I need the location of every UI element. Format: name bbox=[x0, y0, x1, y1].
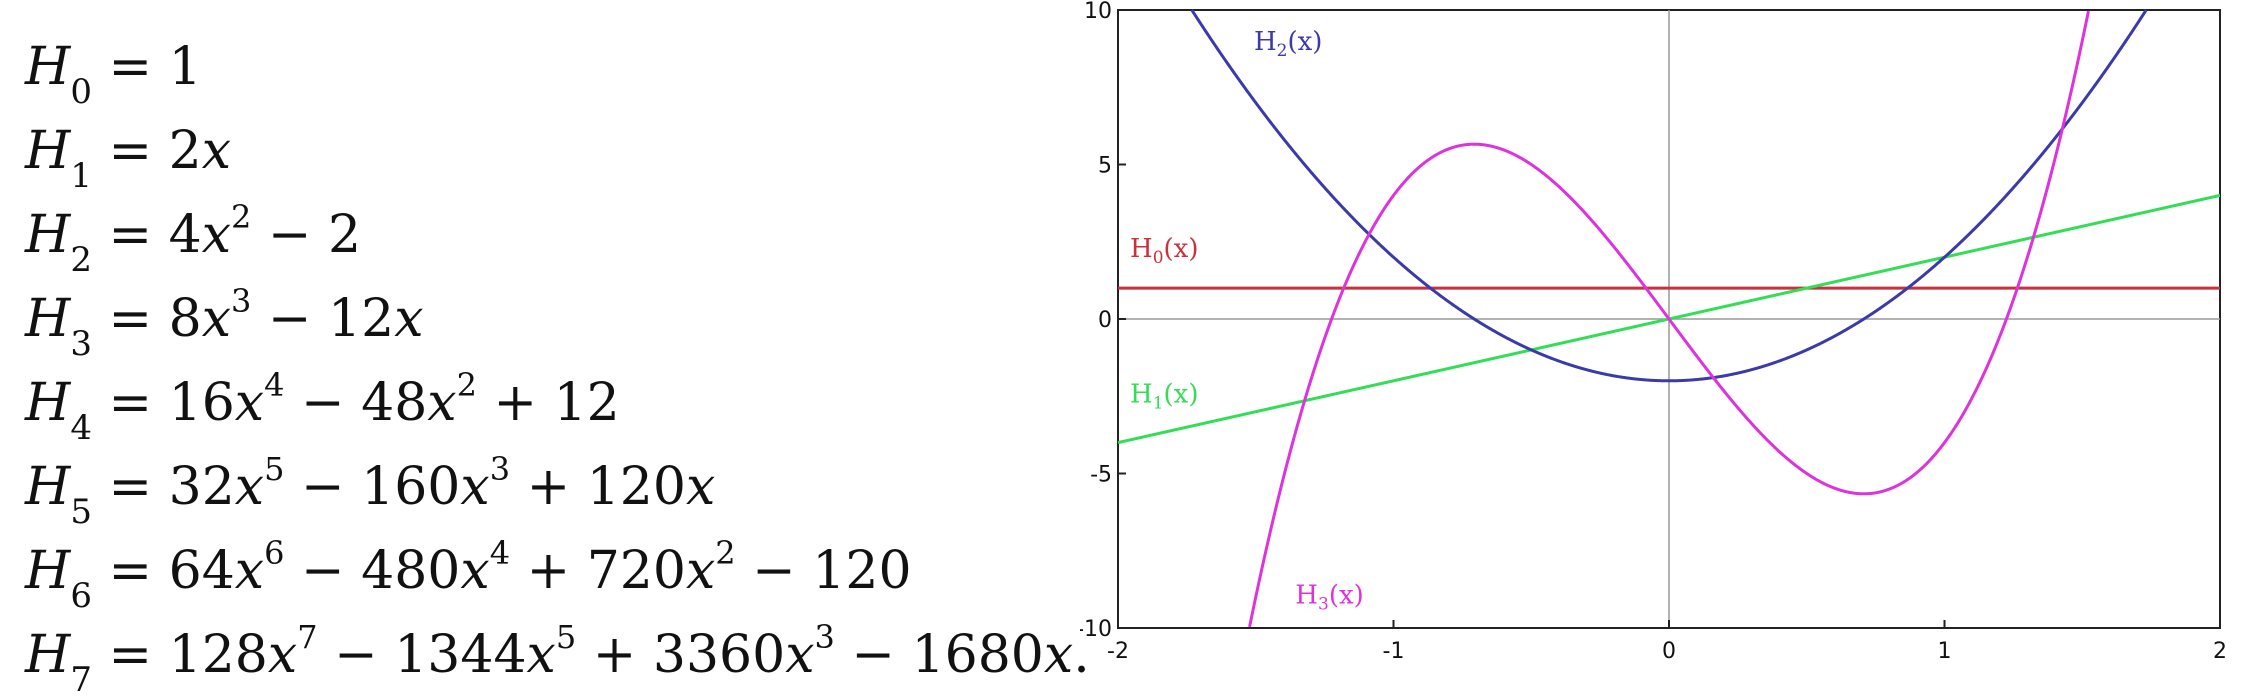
formula-term: − 1680 bbox=[834, 625, 1044, 685]
x-tick-label: 0 bbox=[1662, 639, 1676, 664]
formula-term: + 120 bbox=[510, 457, 686, 517]
x-tick-label: -2 bbox=[1107, 639, 1129, 664]
formula-subscript: 2 bbox=[70, 240, 92, 281]
curves bbox=[1117, 8, 2221, 628]
formula-subscript: 1 bbox=[70, 156, 92, 197]
formula-symbol: H bbox=[25, 541, 71, 601]
series-label-2: H2(x) bbox=[1254, 27, 1322, 61]
formula-term: = 4 bbox=[92, 205, 202, 265]
formula-term: − 120 bbox=[735, 541, 912, 601]
formula-term: + 12 bbox=[476, 373, 620, 433]
formula-h7: H7 = 128x7 − 1344x5 + 3360x3 − 1680x. bbox=[25, 613, 1090, 700]
formula-symbol: H bbox=[25, 37, 71, 97]
formula-term: = 128 bbox=[92, 625, 268, 685]
x-tick-label: 2 bbox=[2213, 639, 2227, 664]
formula-term: x bbox=[234, 457, 265, 517]
formula-term: + 720 bbox=[510, 541, 686, 601]
formula-term: = 64 bbox=[92, 541, 235, 601]
formula-term: x bbox=[460, 457, 490, 517]
formula-term: x bbox=[526, 625, 556, 685]
formula-h5: H5 = 32x5 − 160x3 + 120x bbox=[25, 445, 1085, 533]
formula-symbol: H bbox=[25, 121, 71, 181]
x-tick-label: -1 bbox=[1383, 639, 1405, 664]
formula-term: x bbox=[234, 373, 265, 433]
formula-term: x bbox=[685, 541, 716, 601]
formula-term: 5 bbox=[555, 617, 577, 656]
formula-term: = 32 bbox=[92, 457, 235, 517]
formula-symbol: H bbox=[25, 457, 71, 517]
y-tick-label: -10 bbox=[1080, 617, 1112, 642]
formula-term: x bbox=[685, 457, 716, 517]
formula-term: x bbox=[201, 289, 232, 349]
formula-term: x bbox=[785, 625, 815, 685]
series-line-3 bbox=[1248, 10, 2090, 628]
formula-symbol: H bbox=[25, 625, 71, 685]
formula-term: x bbox=[394, 289, 424, 349]
series-label-0: H0(x) bbox=[1130, 234, 1198, 268]
formula-term: 2 bbox=[231, 197, 252, 236]
formula-term: − 160 bbox=[284, 457, 461, 517]
formula-term: 6 bbox=[264, 533, 285, 572]
formula-term: = 16 bbox=[92, 373, 235, 433]
formula-term: x bbox=[201, 121, 232, 181]
series-line-2 bbox=[1190, 8, 2148, 383]
formula-h2: H2 = 4x2 − 2 bbox=[25, 193, 1085, 281]
formula-term: = 8 bbox=[92, 289, 202, 349]
formula-term: 5 bbox=[264, 449, 285, 488]
formula-symbol: H bbox=[25, 205, 71, 265]
formula-h3: H3 = 8x3 − 12x bbox=[25, 277, 1085, 365]
curve-labels: H0(x) H1(x) H2(x) H3(x) bbox=[1130, 27, 1364, 614]
y-tick-label: 0 bbox=[1098, 308, 1112, 333]
formula-term: x bbox=[1043, 625, 1074, 685]
formula-h0: H0 = 1 bbox=[25, 25, 1085, 109]
series-label-3: H3(x) bbox=[1295, 580, 1363, 614]
formula-subscript: 6 bbox=[70, 576, 92, 617]
formula-term: 4 bbox=[264, 365, 285, 404]
formula-term: x bbox=[234, 541, 265, 601]
x-tick-label: 1 bbox=[1938, 639, 1952, 664]
formula-term: 2 bbox=[715, 533, 736, 572]
formula-term: − 12 bbox=[251, 289, 395, 349]
formula-term: 4 bbox=[489, 533, 511, 572]
formula-term: − 1344 bbox=[317, 625, 527, 685]
formula-term: 3 bbox=[231, 281, 252, 320]
formula-term: . bbox=[1073, 625, 1090, 685]
formula-subscript: 3 bbox=[70, 324, 92, 365]
formula-symbol: H bbox=[25, 373, 71, 433]
formula-h1: H1 = 2x bbox=[25, 109, 1085, 193]
y-tick-label: 10 bbox=[1084, 0, 1112, 24]
formula-term: x bbox=[460, 541, 490, 601]
formula-subscript: 4 bbox=[70, 408, 92, 449]
formula-h4: H4 = 16x4 − 48x2 + 12 bbox=[25, 361, 1085, 449]
formula-term: − 2 bbox=[251, 205, 362, 265]
formula-term: − 480 bbox=[284, 541, 461, 601]
series-label-1: H1(x) bbox=[1130, 379, 1198, 413]
y-tick-label: -5 bbox=[1090, 463, 1112, 488]
formula-symbol: H bbox=[25, 289, 71, 349]
formula-subscript: 5 bbox=[70, 492, 92, 533]
formula-term: + 3360 bbox=[576, 625, 786, 685]
formula-term: 3 bbox=[489, 449, 511, 488]
formula-term: − 48 bbox=[284, 373, 428, 433]
formula-term: 3 bbox=[814, 617, 835, 656]
formula-term: x bbox=[427, 373, 457, 433]
formula-term: 2 bbox=[456, 365, 477, 404]
formula-term: = 1 bbox=[92, 37, 202, 97]
formula-h6: H6 = 64x6 − 480x4 + 720x2 − 120 bbox=[25, 529, 1085, 617]
formula-term: 7 bbox=[297, 617, 318, 656]
formula-term: x bbox=[201, 205, 232, 265]
formula-term: x bbox=[267, 625, 298, 685]
formula-term: = 2 bbox=[92, 121, 202, 181]
y-tick-label: 5 bbox=[1098, 154, 1112, 179]
formula-subscript: 7 bbox=[70, 660, 92, 700]
formula-subscript: 0 bbox=[70, 72, 92, 113]
